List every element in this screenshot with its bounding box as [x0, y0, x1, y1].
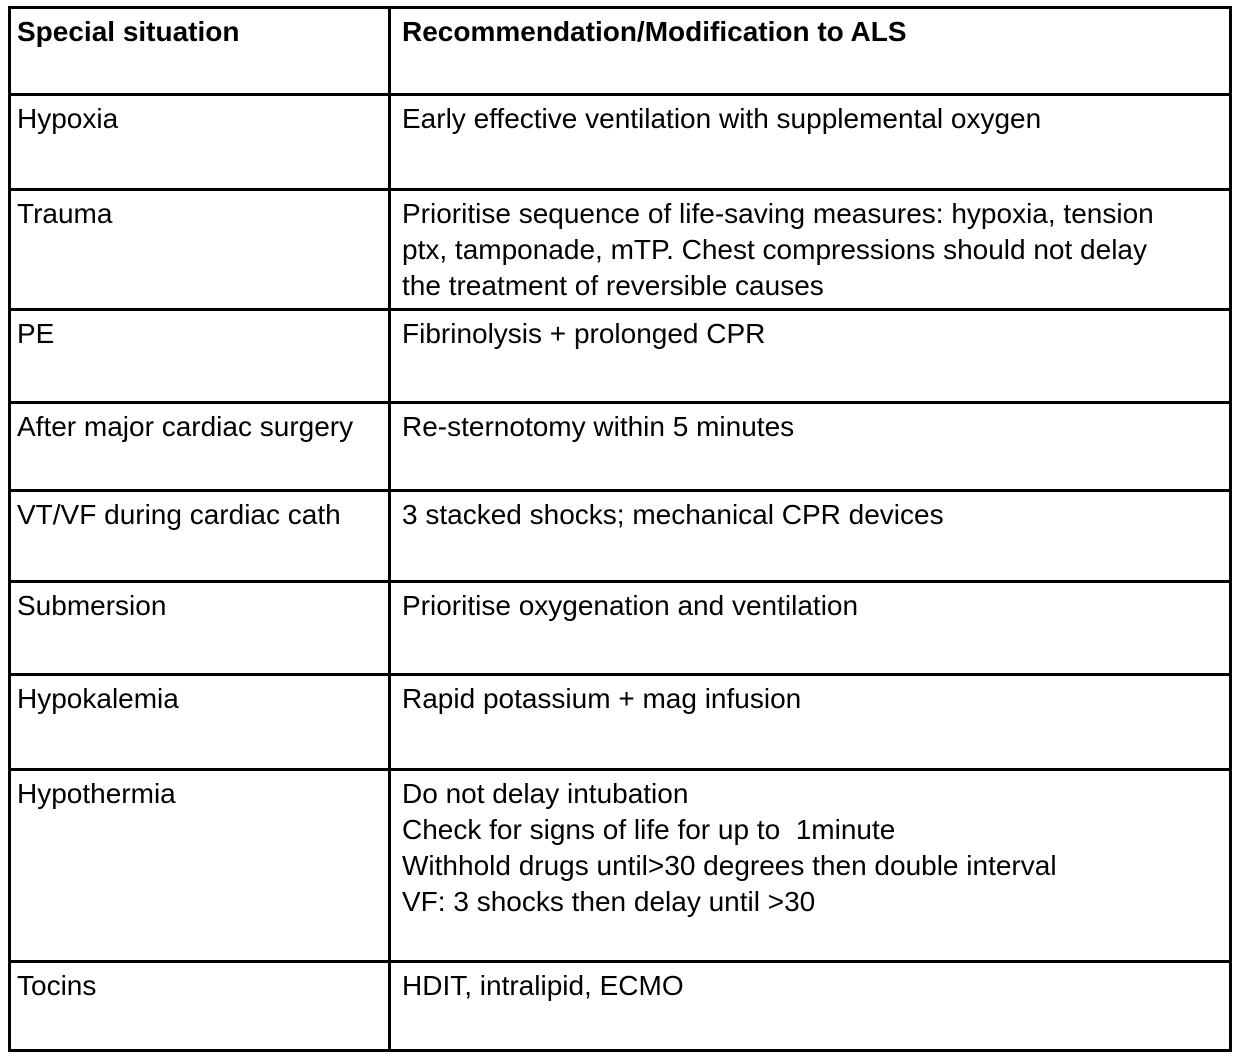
table-row: Hypokalemia Rapid potassium + mag infusio…: [8, 673, 1232, 771]
column-header-recommendation: Recommendation/Modification to ALS: [388, 6, 1232, 96]
recommendation-cell: Re-sternotomy within 5 minutes: [388, 401, 1232, 492]
situation-cell: After major cardiac surgery: [8, 401, 391, 492]
recommendation-line: Prioritise sequence of life-saving measu…: [402, 198, 1162, 301]
situation-cell: PE: [8, 308, 391, 404]
special-situations-table: Special situation Recommendation/Modific…: [8, 6, 1232, 1052]
recommendation-line: Re-sternotomy within 5 minutes: [402, 411, 795, 442]
recommendation-line: Early effective ventilation with supplem…: [402, 103, 1042, 134]
column-header-special-situation: Special situation: [8, 6, 391, 96]
recommendation-line: Fibrinolysis + prolonged CPR: [402, 318, 766, 349]
table-row: After major cardiac surgery Re-sternotomy…: [8, 401, 1232, 492]
situation-cell: Hypoxia: [8, 93, 391, 191]
table-row: PE Fibrinolysis + prolonged CPR: [8, 308, 1232, 404]
situation-cell: Tocins: [8, 960, 391, 1052]
header-row: Special situation Recommendation/Modific…: [8, 6, 1232, 96]
recommendation-cell: Fibrinolysis + prolonged CPR: [388, 308, 1232, 404]
recommendation-cell: Rapid potassium + mag infusion: [388, 673, 1232, 771]
table-row: VT/VF during cardiac cath 3 stacked shock…: [8, 489, 1232, 583]
situation-cell: Trauma: [8, 188, 391, 311]
recommendation-line: Withhold drugs until>30 degrees then dou…: [402, 850, 1057, 881]
table-row: Hypoxia Early effective ventilation with …: [8, 93, 1232, 191]
table-body: Hypoxia Early effective ventilation with …: [8, 93, 1232, 1052]
recommendation-line: Check for signs of life for up to 1minut…: [402, 814, 896, 845]
recommendation-cell: 3 stacked shocks; mechanical CPR devices: [388, 489, 1232, 583]
recommendation-cell: Early effective ventilation with supplem…: [388, 93, 1232, 191]
table-row: Tocins HDIT, intralipid, ECMO: [8, 960, 1232, 1052]
situation-cell: Submersion: [8, 580, 391, 676]
recommendation-cell: Prioritise sequence of life-saving measu…: [388, 188, 1232, 311]
recommendation-line: Rapid potassium + mag infusion: [402, 683, 802, 714]
recommendation-cell: HDIT, intralipid, ECMO: [388, 960, 1232, 1052]
recommendation-line: 3 stacked shocks; mechanical CPR devices: [402, 499, 944, 530]
table-row: Submersion Prioritise oxygenation and ven…: [8, 580, 1232, 676]
recommendation-line: Do not delay intubation: [402, 778, 689, 809]
situation-cell: Hypokalemia: [8, 673, 391, 771]
recommendation-line: VF: 3 shocks then delay until >30: [402, 886, 816, 917]
recommendation-line: HDIT, intralipid, ECMO: [402, 970, 684, 1001]
situation-cell: VT/VF during cardiac cath: [8, 489, 391, 583]
recommendation-line: Prioritise oxygenation and ventilation: [402, 590, 859, 621]
situation-cell: Hypothermia: [8, 768, 391, 963]
recommendation-cell: Prioritise oxygenation and ventilation: [388, 580, 1232, 676]
